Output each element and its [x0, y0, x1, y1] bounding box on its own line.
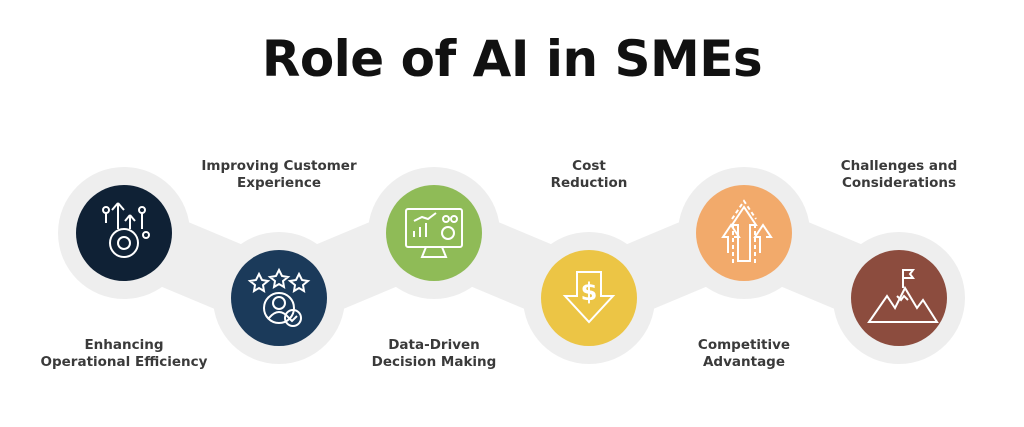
svg-text:$: $	[581, 278, 598, 306]
step-circle-4	[541, 250, 637, 346]
gear-growth-icon	[102, 202, 150, 258]
page-title: Role of AI in SMEs	[261, 30, 763, 88]
step-circle-3	[386, 185, 482, 281]
analytics-monitor-icon	[405, 208, 463, 258]
step-circle-1	[76, 185, 172, 281]
dollar-down-arrow-icon: $	[562, 271, 616, 324]
step-circle-5	[696, 185, 792, 281]
arrows-up-icon	[721, 199, 773, 263]
mountain-flag-icon	[867, 269, 939, 323]
customer-rating-icon	[247, 267, 311, 327]
